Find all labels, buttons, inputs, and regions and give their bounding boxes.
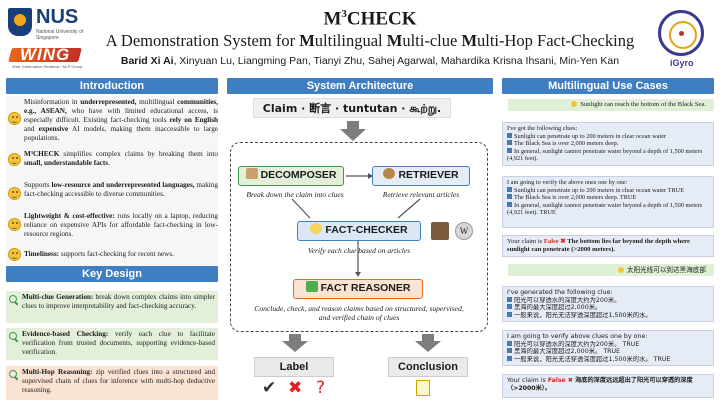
bullet-icon [507, 304, 512, 310]
use-case-clues-zh: I've generated the following clue: 阳光可以穿… [502, 286, 714, 322]
bullet-icon [507, 194, 512, 200]
claim-input: Claim · 断言 · tuntutan · கூற்று. [253, 98, 451, 118]
bullet-icon [507, 140, 512, 146]
igyro-logo: iGyro [656, 10, 706, 70]
intro-text-5: Timeliness: supports fact-checking for r… [24, 250, 174, 258]
cross-icon: ✖ [567, 377, 573, 384]
author-list: Barid Xi Ai, Xinyuan Lu, Liangming Pan, … [120, 55, 620, 67]
poster-title: M3CHECK [323, 8, 417, 30]
nus-logo: NUS National University of Singapore [8, 6, 92, 41]
fact-checker-node: FACT-CHECKER [297, 221, 421, 241]
smile-icon [617, 267, 624, 273]
label-output: Label [254, 357, 334, 377]
note-icon [416, 380, 430, 396]
cross-icon: ✖ [288, 378, 303, 398]
nus-crest-icon [8, 8, 32, 36]
dog-icon [383, 168, 396, 179]
check-icon: ✔ [262, 378, 277, 398]
arrow-down-icon [415, 334, 441, 352]
use-case-verdict-zh: Your claim is False ✖ 海底的深度远远超出了阳光可以穿透的深… [502, 374, 714, 398]
check-box-icon [305, 281, 318, 292]
bullet-icon [507, 296, 512, 302]
igyro-logo-text: iGyro [670, 58, 694, 68]
wing-logo-text: WING [20, 45, 71, 64]
magnifier-icon [9, 370, 18, 379]
decomposer-node: DECOMPOSER [238, 166, 344, 186]
intro-text-3: Supports low-resource and underrepresent… [24, 181, 218, 198]
section-header-architecture: System Architecture [227, 78, 493, 94]
use-case-verdict-en: Your claim is False ✖ The bottom lies fa… [502, 235, 714, 257]
fact-reasoner-caption: Conclude, check, and reason claims based… [254, 304, 464, 322]
smile-icon [8, 218, 21, 231]
book-icon [245, 168, 258, 179]
wing-logo: WING Web, Information Retrieval / NLP Gr… [8, 44, 84, 70]
intro-text-1: Misinformation in underrepresented, mult… [24, 98, 219, 142]
bullet-icon [507, 348, 512, 354]
use-case-clues-en: I've got the following clues: Sunlight c… [502, 122, 714, 166]
bullet-icon [507, 201, 512, 207]
smile-icon [8, 153, 21, 166]
bullet-icon [507, 340, 512, 346]
cross-icon: ✖ [560, 238, 566, 245]
bullet-icon [507, 132, 512, 138]
use-case-claim-zh: 太阳光线可以到达黑海底部 [508, 264, 714, 276]
retriever-caption: Retrieve relevant articles [382, 190, 460, 199]
bullet-icon [507, 147, 512, 153]
section-header-introduction: Introduction [6, 78, 218, 94]
pipeline-container [230, 142, 488, 332]
smile-icon [8, 248, 21, 261]
smile-icon [8, 187, 21, 200]
conclusion-output: Conclusion [388, 357, 468, 377]
section-header-key-design: Key Design [6, 266, 218, 282]
nus-logo-text: NUS [36, 6, 79, 28]
bullet-icon [507, 186, 512, 192]
intro-text-4: Lightweight & cost-effective: runs local… [24, 212, 218, 238]
wiki-icon: W [455, 222, 473, 240]
intro-text-2: M³CHECK simplifies complex claims by bre… [24, 150, 218, 167]
key-design-evidence: Evidence-based Checking: verify each clu… [6, 328, 218, 360]
bullet-icon [507, 355, 512, 361]
bulb-icon [310, 223, 323, 234]
retriever-node: RETRIEVER [372, 166, 470, 186]
section-header-use-cases: Multilingual Use Cases [502, 78, 714, 94]
wing-logo-subtext: Web, Information Retrieval / NLP Group [12, 64, 83, 69]
key-design-multi-clue: Multi-clue Generation: break down comple… [6, 291, 218, 323]
key-design-multi-hop: Multi-Hop Reasoning: zip verified clues … [6, 366, 218, 400]
smile-icon [571, 101, 578, 107]
question-icon: ? [316, 378, 326, 398]
magnifier-icon [9, 332, 18, 341]
fact-checker-caption: Verify each clue based on articles [307, 246, 411, 255]
book-icon [431, 222, 449, 240]
use-case-verification-en: I am going to verify the above ones one … [502, 176, 714, 228]
introduction-panel: Misinformation in underrepresented, mult… [6, 96, 218, 266]
magnifier-icon [9, 295, 18, 304]
poster-header: NUS National University of Singapore WIN… [0, 0, 720, 80]
gyro-icon [658, 10, 704, 56]
arrow-down-icon [340, 121, 366, 141]
bullet-icon [507, 311, 512, 317]
decomposer-caption: Break down the claim into clues [246, 190, 344, 199]
fact-reasoner-node: FACT REASONER [293, 279, 423, 299]
use-case-verification-zh: I am going to verify above clues one by … [502, 330, 714, 366]
poster-subtitle: A Demonstration System for Multilingual … [105, 31, 635, 50]
use-case-claim-en: Sunlight can reach the bottom of the Bla… [508, 99, 714, 111]
smile-icon [8, 112, 21, 125]
arrow-down-icon [282, 334, 308, 352]
nus-logo-subtext: National University of Singapore [36, 29, 84, 41]
